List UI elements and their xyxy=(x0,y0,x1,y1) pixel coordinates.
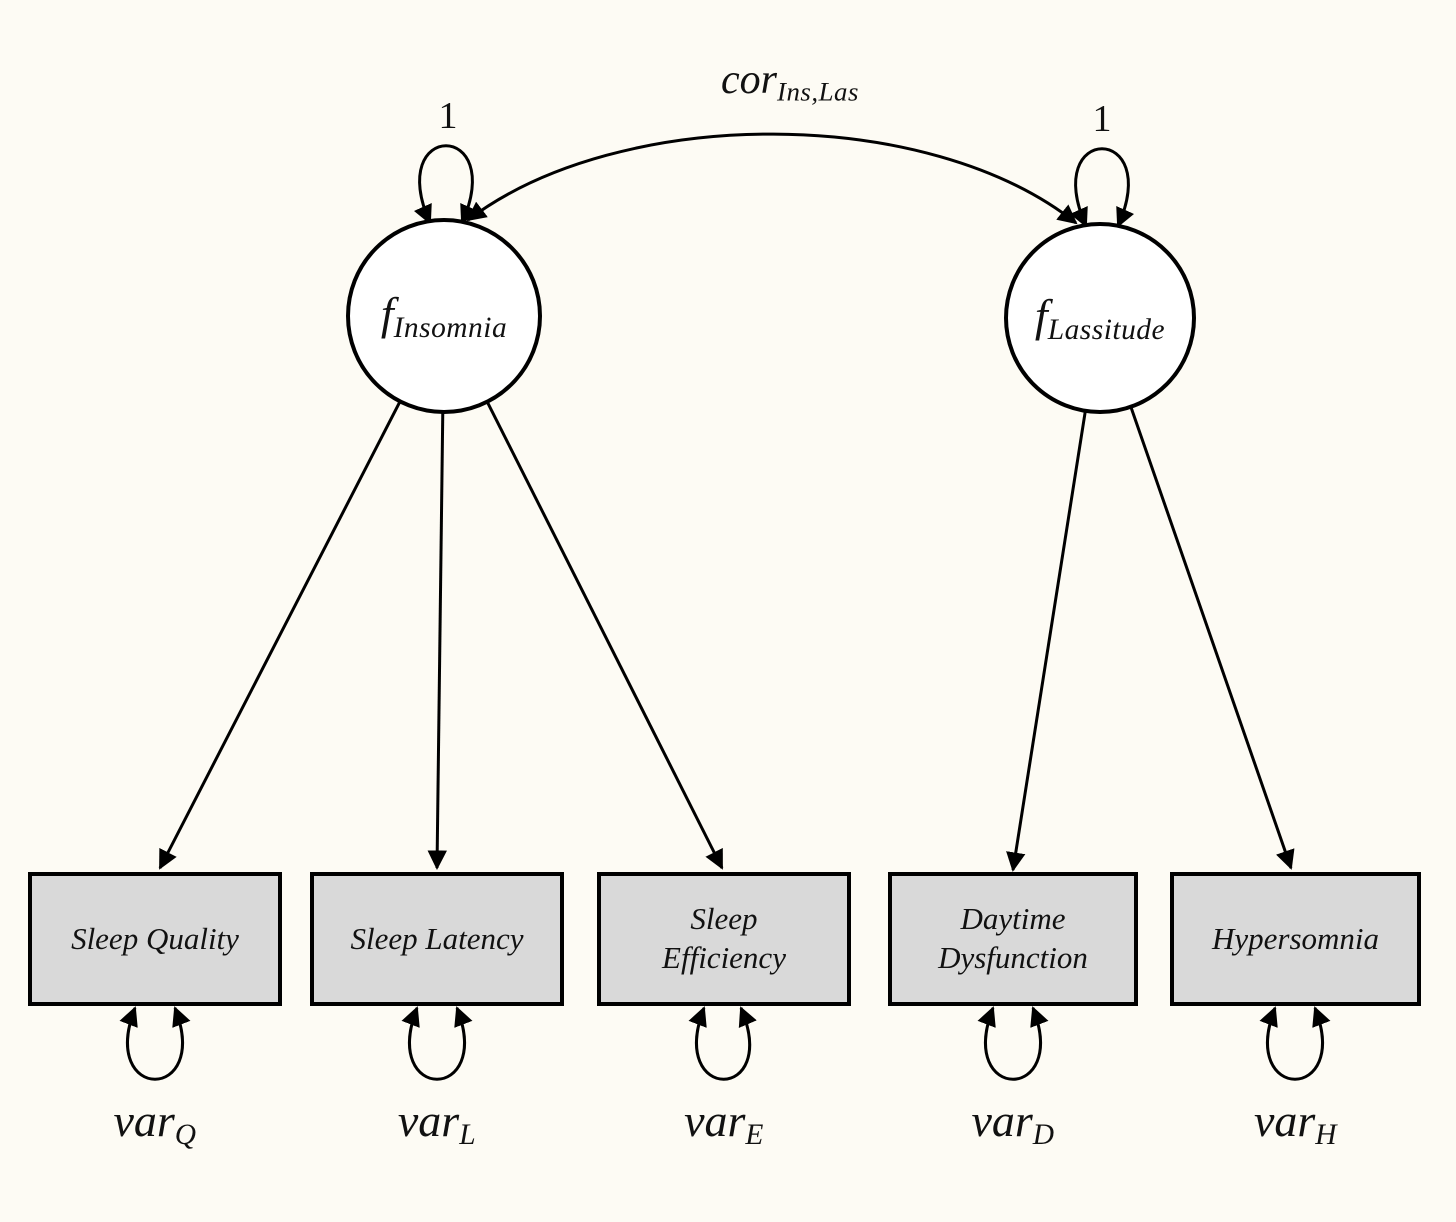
factor-variance-loop-insomnia xyxy=(413,144,479,225)
indicator-box-sleep-efficiency: Sleep Efficiency xyxy=(597,872,851,1006)
factor-label-lassitude: fLassitude xyxy=(1034,289,1166,347)
indicator-box-sleep-latency: Sleep Latency xyxy=(310,872,564,1006)
variance-label-hypersomnia: varH xyxy=(1253,1095,1338,1152)
loading-arrow-sleep-quality xyxy=(158,315,446,870)
indicator-label-hypersomnia: Hypersomnia xyxy=(1211,920,1380,956)
factor-variance-loop-lassitude xyxy=(1069,147,1135,228)
variance-label-sleep-efficiency: varE xyxy=(684,1095,764,1152)
loop-value-insomnia: 1 xyxy=(438,95,458,137)
indicator-label-sleep-efficiency: Sleep Efficiency xyxy=(662,901,786,975)
loading-arrow-sleep-efficiency xyxy=(442,315,724,870)
variance-label-daytime-dysfunction: varD xyxy=(971,1095,1055,1152)
loading-arrow-hypersomnia xyxy=(1098,317,1295,870)
residual-loop-daytime-dysfunction xyxy=(977,1006,1049,1081)
indicator-label-sleep-quality: Sleep Quality xyxy=(71,920,239,956)
residual-loop-sleep-quality xyxy=(119,1006,191,1081)
latent-factor-lassitude: fLassitude xyxy=(1004,222,1196,414)
residual-loop-sleep-efficiency xyxy=(688,1006,757,1081)
indicator-box-sleep-quality: Sleep Quality xyxy=(28,872,282,1006)
factor-label-insomnia: fInsomnia xyxy=(380,287,508,345)
indicator-box-hypersomnia: Hypersomnia xyxy=(1170,872,1421,1006)
correlation-arc xyxy=(466,132,1078,225)
latent-factor-insomnia: fInsomnia xyxy=(346,218,542,414)
residual-loop-hypersomnia xyxy=(1259,1006,1331,1081)
loop-value-lassitude: 1 xyxy=(1092,98,1112,140)
indicator-label-sleep-latency: Sleep Latency xyxy=(350,920,524,956)
indicator-label-daytime-dysfunction: Daytime Dysfunction xyxy=(938,901,1088,975)
variance-label-sleep-quality: varQ xyxy=(113,1095,197,1152)
indicator-box-daytime-dysfunction: Daytime Dysfunction xyxy=(888,872,1138,1006)
variance-label-sleep-latency: varL xyxy=(397,1095,477,1152)
residual-loop-sleep-latency xyxy=(401,1006,473,1081)
correlation-label: corIns,Las xyxy=(721,57,859,107)
